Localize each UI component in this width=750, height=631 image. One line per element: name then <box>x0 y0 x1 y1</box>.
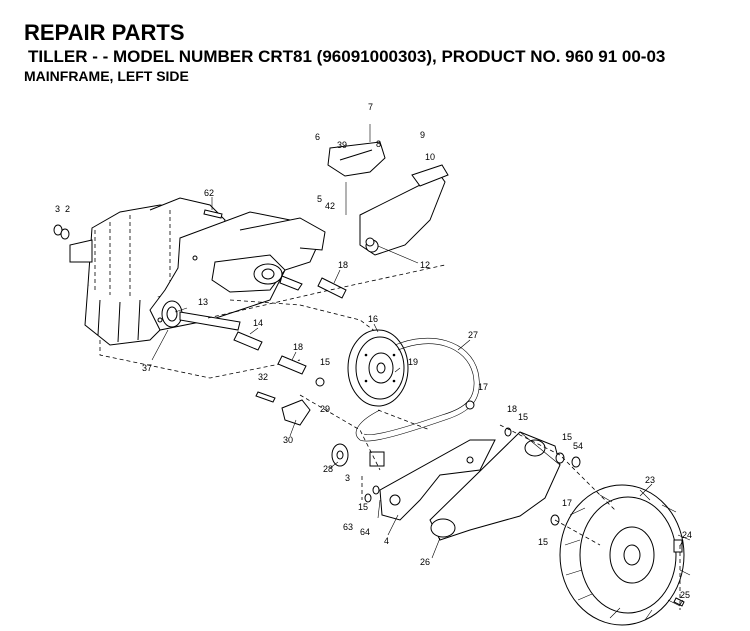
callout-23: 23 <box>645 475 655 485</box>
callout-54: 54 <box>573 441 583 451</box>
assembly-lines <box>207 264 681 610</box>
callout-26: 26 <box>420 557 430 567</box>
callout-4: 4 <box>384 536 389 546</box>
callout-24: 24 <box>682 530 692 540</box>
callout-29: 29 <box>320 404 330 414</box>
callout-15: 15 <box>358 502 368 512</box>
callout-62: 62 <box>204 188 214 198</box>
callout-14: 14 <box>253 318 263 328</box>
tension-arm <box>429 431 561 541</box>
wheel-tire <box>559 484 691 626</box>
callout-16: 16 <box>368 314 378 324</box>
shafts <box>233 277 347 375</box>
callout-39: 39 <box>337 140 347 150</box>
mainframe-drawing <box>149 211 381 336</box>
callout-12: 12 <box>420 260 430 270</box>
callout-32: 32 <box>258 372 268 382</box>
callout-25: 25 <box>680 590 690 600</box>
callout-27: 27 <box>468 330 478 340</box>
hardware-top-left <box>53 209 223 240</box>
callouts: 7 6 39 8 9 10 5 42 62 3 2 12 18 13 16 27… <box>55 102 692 600</box>
callout-3: 3 <box>345 473 350 483</box>
callout-18: 18 <box>507 404 517 414</box>
page-title: REPAIR PARTS <box>24 20 185 45</box>
callout-7: 7 <box>368 102 373 112</box>
model-subtitle: TILLER - - MODEL NUMBER CRT81 (960910003… <box>28 47 666 66</box>
callout-42: 42 <box>325 201 335 211</box>
callout-8: 8 <box>376 139 381 149</box>
drive-belt <box>355 337 480 442</box>
callout-18: 18 <box>293 342 303 352</box>
callout-6: 6 <box>315 132 320 142</box>
callout-5: 5 <box>317 194 322 204</box>
callout-28: 28 <box>323 464 333 474</box>
callout-3: 3 <box>55 204 60 214</box>
callout-19: 19 <box>408 357 418 367</box>
callout-30: 30 <box>283 435 293 445</box>
callout-17: 17 <box>562 498 572 508</box>
callout-9: 9 <box>420 130 425 140</box>
section-title: MAINFRAME, LEFT SIDE <box>24 68 189 84</box>
idler-parts <box>255 377 475 503</box>
callout-2: 2 <box>65 204 70 214</box>
callout-63: 63 <box>343 522 353 532</box>
callout-15: 15 <box>518 412 528 422</box>
engine-pulley <box>161 300 241 331</box>
large-pulley <box>347 329 409 407</box>
right-hardware <box>504 427 581 526</box>
callout-15: 15 <box>562 432 572 442</box>
callout-15: 15 <box>538 537 548 547</box>
belt-guard-parts <box>327 124 449 256</box>
callout-17: 17 <box>478 382 488 392</box>
callout-18: 18 <box>338 260 348 270</box>
bracket-plate <box>379 439 496 521</box>
callout-37: 37 <box>142 363 152 373</box>
callout-10: 10 <box>425 152 435 162</box>
callout-64: 64 <box>360 527 370 537</box>
callout-15: 15 <box>320 357 330 367</box>
callout-13: 13 <box>198 297 208 307</box>
leader-lines <box>151 197 684 606</box>
